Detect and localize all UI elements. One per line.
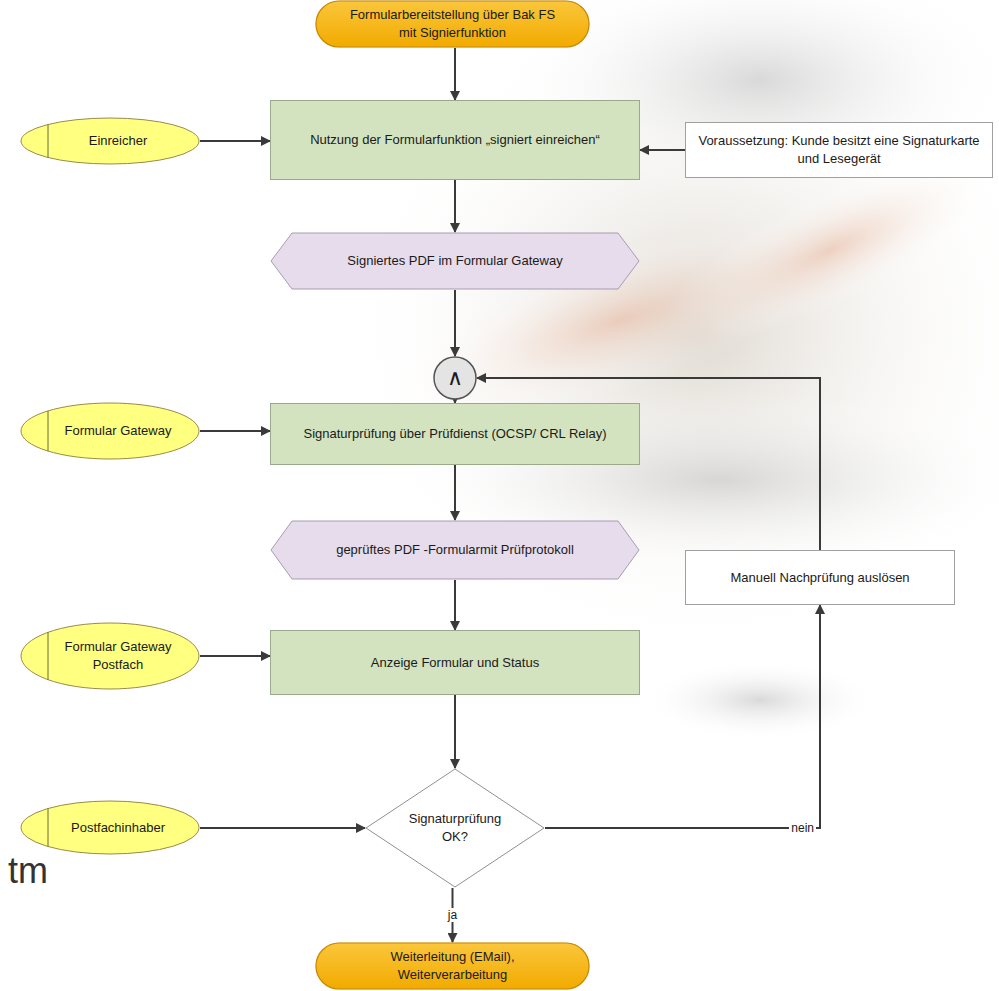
flow-arrow <box>200 655 270 657</box>
flow-arrow <box>454 180 456 232</box>
node-text-area: geprüftes PDF -Formularmit Prüfprotokoll <box>300 520 610 580</box>
node-text-area: ∧ <box>435 356 475 400</box>
node-outline <box>685 122 993 178</box>
node-outline <box>315 942 590 990</box>
and-connector: ∧ <box>433 356 477 400</box>
ellipse-outline <box>21 801 199 854</box>
node-label: Signaturprüfung OK? <box>405 810 505 845</box>
slide-fragment-text: tm <box>8 850 48 892</box>
terminal-box: Formularbereitstellung über Bak FS mit S… <box>315 0 590 48</box>
node-label: Formular Gateway Postfach <box>54 638 182 673</box>
flow-arrow <box>454 695 456 768</box>
node-label: Nutzung der Formularfunktion „signiert e… <box>310 131 600 149</box>
flow-arrow <box>454 48 456 100</box>
node-label: Postfachinhaber <box>71 819 165 837</box>
node-text-area: Manuell Nachprüfung auslösen <box>695 550 945 605</box>
hexagon-outline <box>271 233 639 289</box>
node-label: Weiterleitung (EMail), Weiterverarbeitun… <box>341 948 564 983</box>
node-label: Anzeige Formular und Status <box>371 654 539 672</box>
edge-label: nein <box>789 821 816 835</box>
role-ellipse: Postfachinhaber <box>20 800 200 855</box>
role-bar <box>48 124 49 157</box>
box-outline <box>271 631 640 695</box>
node-outline <box>20 622 200 690</box>
node-label: Einreicher <box>89 132 148 150</box>
role-bar <box>48 411 49 451</box>
edge-label: ja <box>446 908 459 922</box>
node-label: Formular Gateway <box>65 422 172 440</box>
node-text-area: Weiterleitung (EMail), Weiterverarbeitun… <box>341 942 564 990</box>
flow-arrow <box>454 465 456 520</box>
node-outline <box>365 768 545 888</box>
flow-arrow <box>640 149 685 151</box>
terminal-outline <box>316 1 589 47</box>
terminal-outline <box>316 943 589 989</box>
node-text-area: Postfachinhaber <box>54 800 182 855</box>
node-label: Signiertes PDF im Formular Gateway <box>347 252 562 270</box>
circle-outline <box>434 357 476 399</box>
note-box: Manuell Nachprüfung auslösen <box>685 550 955 605</box>
box-outline <box>271 101 640 180</box>
node-text-area: Formular Gateway Postfach <box>54 622 182 690</box>
note-box: Voraussetzung: Kunde besitzt eine Signat… <box>685 122 993 178</box>
decision-diamond: Signaturprüfung OK? <box>365 768 545 888</box>
node-outline <box>315 0 590 48</box>
box-outline <box>271 404 640 465</box>
diamond-outline <box>366 769 544 887</box>
terminal-box: Weiterleitung (EMail), Weiterverarbeitun… <box>315 942 590 990</box>
node-text-area: Formularbereitstellung über Bak FS mit S… <box>341 0 564 48</box>
node-label: geprüftes PDF -Formularmit Prüfprotokoll <box>336 541 574 559</box>
node-text-area: Voraussetzung: Kunde besitzt eine Signat… <box>695 122 983 178</box>
process-box: Nutzung der Formularfunktion „signiert e… <box>270 100 640 180</box>
node-label: ∧ <box>447 367 463 389</box>
process-box: Signaturprüfung über Prüfdienst (OCSP/ C… <box>270 403 640 465</box>
node-text-area: Anzeige Formular und Status <box>284 630 626 695</box>
role-bar <box>48 632 49 679</box>
node-text-area: Nutzung der Formularfunktion „signiert e… <box>284 100 626 180</box>
flow-arrow <box>200 140 270 142</box>
terminal-outline <box>316 1 589 47</box>
box-outline <box>686 551 955 605</box>
node-text-area: Signaturprüfung über Prüfdienst (OCSP/ C… <box>284 403 626 465</box>
flow-arrow <box>454 290 456 356</box>
flow-arrow <box>454 400 456 403</box>
hexagon-outline <box>271 521 639 579</box>
node-text-area: Formular Gateway <box>54 402 182 460</box>
photo-blur <box>640 660 880 740</box>
role-ellipse: Formular Gateway <box>20 402 200 460</box>
node-label: Formularbereitstellung über Bak FS mit S… <box>341 6 564 41</box>
node-label: Voraussetzung: Kunde besitzt eine Signat… <box>695 132 983 167</box>
document-hexagon: Signiertes PDF im Formular Gateway <box>270 232 640 290</box>
node-label: Manuell Nachprüfung auslösen <box>730 569 909 587</box>
ellipse-outline <box>21 118 199 164</box>
role-ellipse: Einreicher <box>20 117 200 165</box>
node-text-area: Signiertes PDF im Formular Gateway <box>300 232 610 290</box>
flow-arrow <box>200 430 270 432</box>
flow-arrow <box>200 827 365 829</box>
process-box: Anzeige Formular und Status <box>270 630 640 695</box>
document-hexagon: geprüftes PDF -Formularmit Prüfprotokoll <box>270 520 640 580</box>
ellipse-outline <box>21 403 199 459</box>
role-ellipse: Formular Gateway Postfach <box>20 622 200 690</box>
box-outline <box>686 123 993 178</box>
node-text-area: Einreicher <box>54 117 182 165</box>
flow-arrow <box>454 580 456 630</box>
node-label: Signaturprüfung über Prüfdienst (OCSP/ C… <box>304 425 607 443</box>
role-bar <box>48 808 49 846</box>
ellipse-outline <box>21 623 199 689</box>
node-text-area: Signaturprüfung OK? <box>405 768 505 888</box>
terminal-outline <box>316 943 589 989</box>
